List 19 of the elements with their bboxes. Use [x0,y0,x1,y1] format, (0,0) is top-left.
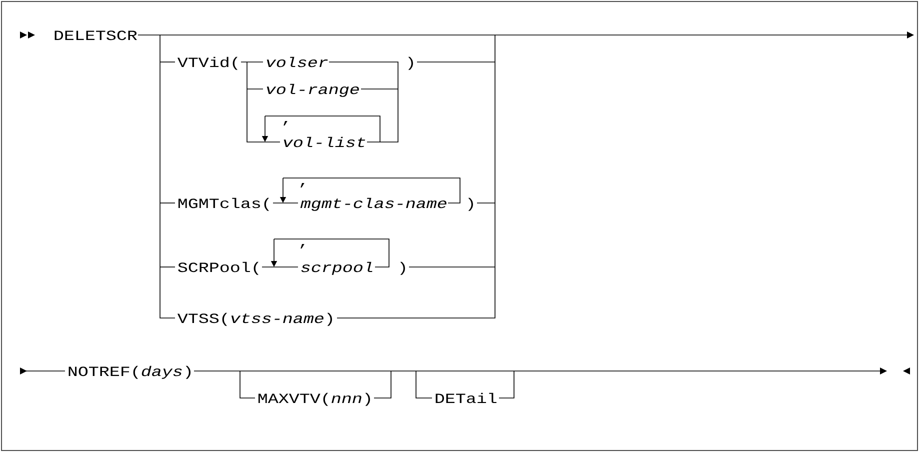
parameter: scrpool [301,262,372,275]
parenthesis: ) [400,262,405,275]
repeat-comma: , [300,244,304,248]
keyword: SCRPool( [178,262,259,275]
parameter: vol-list [284,136,366,148]
parameter: mgmt-clas-name [300,198,446,211]
parameter: volser [266,56,328,68]
parameter: vol-range [266,84,359,97]
keyword: VTSS(vtss-name) [177,312,332,326]
keyword: MAXVTV(nnn) [258,392,370,406]
keyword: DETail [436,392,496,404]
parenthesis: ) [408,56,413,70]
repeat-comma: , [284,120,288,126]
keyword: DELETSCR [54,30,137,40]
keyword: MGMTclas( [178,198,270,211]
keyword: VTVid( [177,56,238,70]
repeat-comma: , [300,182,304,188]
parenthesis: ) [468,198,473,211]
keyword: NOTREF(days) [68,366,190,379]
